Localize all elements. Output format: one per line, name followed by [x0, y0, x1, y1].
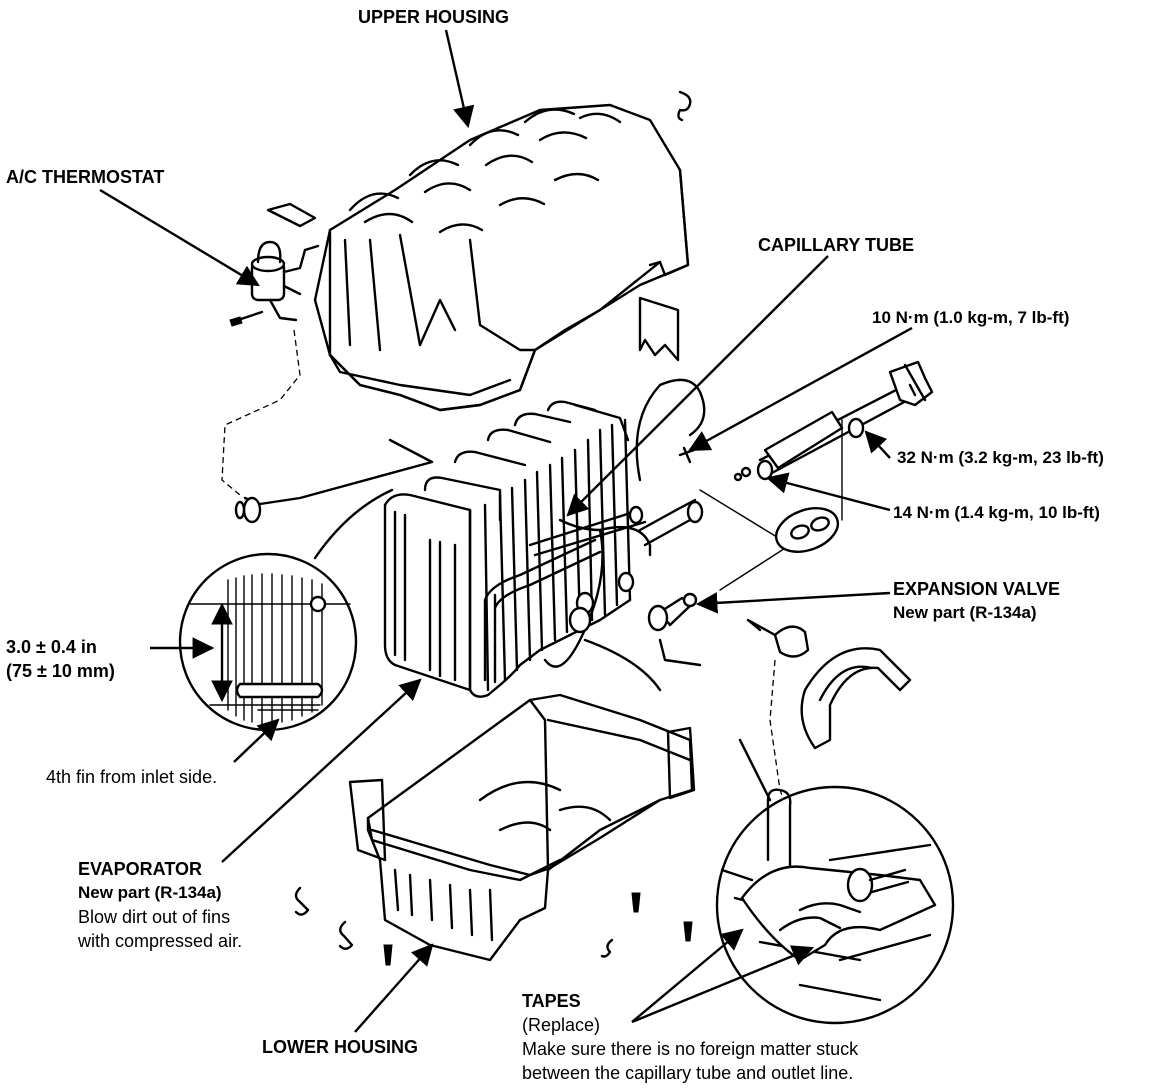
ac-thermostat-part — [221, 240, 320, 496]
expansion-valve-part — [647, 489, 791, 667]
tape-detail-inset — [715, 785, 955, 1025]
tape-inset-connector — [738, 738, 772, 802]
tapes-instruction-2: between the capillary tube and outlet li… — [522, 1063, 854, 1083]
evaporator-core — [383, 400, 704, 698]
tape-parts — [746, 618, 912, 823]
screws-and-clips — [294, 886, 693, 966]
lower-housing — [348, 693, 696, 962]
tapes-label: TAPES — [522, 991, 581, 1011]
capillary-tube-label: CAPILLARY TUBE — [758, 235, 915, 255]
clip — [677, 90, 692, 122]
evaporator-instruction-1: Blow dirt out of fins — [78, 907, 231, 927]
fin-note-label: 4th fin from inlet side. — [46, 767, 218, 787]
ac-thermostat-label: A/C THERMOSTAT — [6, 167, 165, 187]
leader-lines — [99, 29, 913, 1033]
refrigerant-pipe-fittings — [678, 360, 934, 553]
lower-housing-label: LOWER HOUSING — [262, 1037, 418, 1057]
capillary-tube-wire — [234, 378, 706, 692]
dimension-mm-label: (75 ± 10 mm) — [6, 661, 115, 681]
tapes-instruction-1: Make sure there is no foreign matter stu… — [522, 1039, 859, 1059]
expansion-valve-note: New part (R-134a) — [893, 603, 1037, 622]
tapes-note: (Replace) — [522, 1015, 601, 1035]
evaporator-note: New part (R-134a) — [78, 883, 222, 902]
upper-housing-label: UPPER HOUSING — [358, 7, 510, 27]
evaporator-instruction-2: with compressed air. — [78, 931, 243, 951]
upper-housing — [266, 103, 690, 412]
evaporator-label: EVAPORATOR — [78, 859, 203, 879]
fin-detail-inset — [178, 552, 358, 732]
expansion-valve-label: EXPANSION VALVE — [893, 579, 1061, 599]
torque-14-label: 14 N·m (1.4 kg-m, 10 lb-ft) — [893, 503, 1100, 522]
torque-10-label: 10 N·m (1.0 kg-m, 7 lb-ft) — [872, 308, 1070, 327]
inset-connector — [313, 488, 394, 560]
torque-32-label: 32 N·m (3.2 kg-m, 23 lb-ft) — [897, 448, 1104, 467]
dimension-in-label: 3.0 ± 0.4 in — [6, 637, 97, 657]
